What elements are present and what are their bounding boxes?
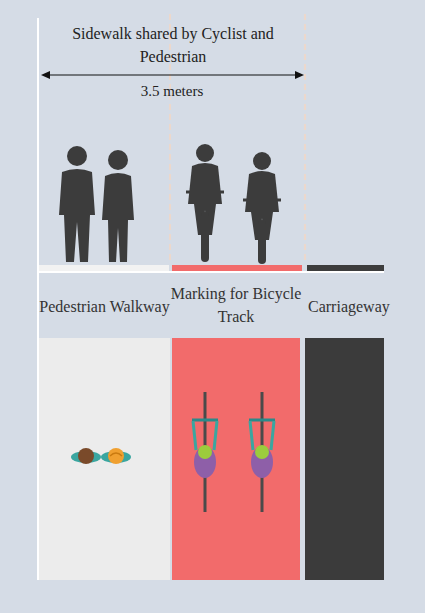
dimension-value: 3.5 meters bbox=[112, 80, 232, 103]
cyclist-top-view bbox=[214, 421, 217, 450]
cyclist-silhouette bbox=[258, 220, 266, 264]
section-strip bbox=[172, 265, 302, 271]
pedestrian-top-view bbox=[110, 453, 122, 456]
pedestrian-top-view bbox=[71, 448, 131, 464]
cyclist-top-view bbox=[251, 446, 273, 478]
cyclist-silhouette bbox=[201, 212, 209, 262]
pedestrian-silhouette bbox=[108, 150, 128, 170]
cyclist-silhouette bbox=[186, 144, 281, 264]
cyclist-silhouette bbox=[186, 191, 224, 194]
cyclist-top-view bbox=[198, 445, 212, 459]
pedestrian-silhouette bbox=[67, 146, 87, 166]
lane-band: Carriageway bbox=[305, 338, 384, 580]
section-strip bbox=[307, 265, 384, 271]
cyclist-silhouette bbox=[253, 152, 271, 170]
cyclist-silhouette bbox=[243, 199, 281, 202]
lane-band: Pedestrian Walkway bbox=[39, 338, 170, 580]
pedestrian-silhouette bbox=[59, 146, 134, 262]
frame-line bbox=[37, 18, 39, 580]
cyclist-top-view bbox=[271, 421, 274, 450]
section-strip bbox=[39, 265, 169, 271]
lane-band-fill bbox=[39, 338, 384, 580]
lane-band-fill bbox=[39, 338, 170, 580]
cyclist-top-view bbox=[255, 445, 269, 459]
cyclist-top-view bbox=[249, 419, 275, 422]
cyclist-top-view bbox=[250, 421, 253, 450]
lane-heading: Pedestrian Walkway bbox=[33, 295, 176, 318]
cyclist-silhouette bbox=[196, 144, 214, 162]
cyclist-top-view bbox=[194, 446, 216, 478]
cyclist-silhouette bbox=[245, 171, 279, 212]
pedestrian-silhouette bbox=[102, 173, 134, 262]
lane-heading: Carriageway bbox=[308, 295, 422, 318]
lane-band: Marking for Bicycle Track bbox=[172, 338, 300, 580]
dimension-arrow bbox=[48, 74, 297, 75]
lane-band-fill bbox=[305, 338, 384, 580]
section-strip bbox=[39, 271, 384, 273]
cyclist-top-view bbox=[193, 421, 196, 450]
pedestrian-top-view bbox=[78, 448, 94, 464]
frame-line bbox=[37, 18, 39, 580]
section-strip bbox=[39, 265, 384, 273]
pedestrian-top-view bbox=[108, 448, 124, 464]
divider-dash bbox=[304, 14, 306, 262]
dimension-arrow bbox=[41, 71, 50, 79]
lane-heading: Marking for Bicycle Track bbox=[166, 282, 306, 328]
dimension-arrow bbox=[295, 71, 304, 79]
dimension-caption: Sidewalk shared by Cyclist and Pedestria… bbox=[52, 22, 294, 68]
pedestrian-silhouette bbox=[59, 169, 95, 262]
cyclist-top-view bbox=[192, 392, 275, 512]
cyclist-silhouette bbox=[188, 163, 222, 204]
dimension-arrow bbox=[41, 71, 304, 79]
cyclist-top-view bbox=[192, 419, 218, 422]
lane-band-fill bbox=[172, 338, 300, 580]
